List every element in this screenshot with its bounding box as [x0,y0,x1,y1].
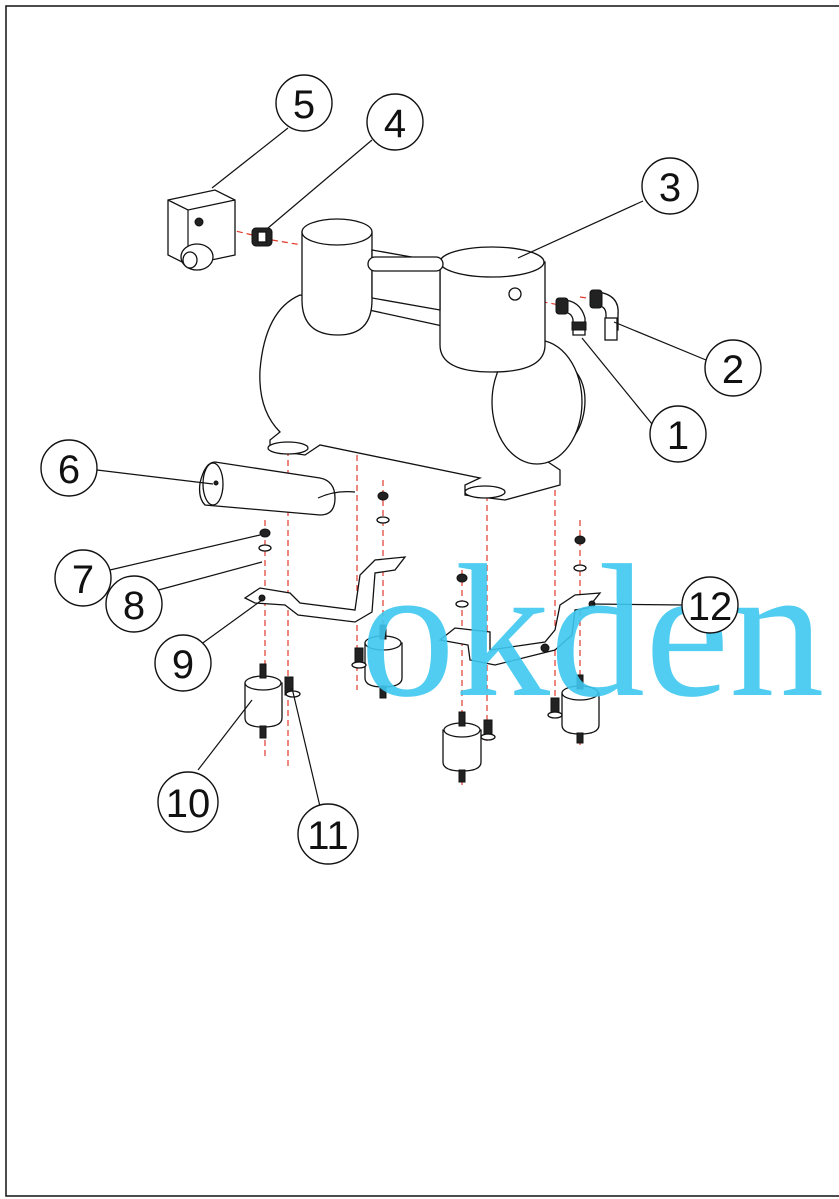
callout-label: 1 [667,414,689,458]
callout-label: 12 [688,585,733,629]
callout-label: 10 [166,782,211,826]
callout-6: 6 [40,439,98,497]
callout-8: 8 [105,575,163,633]
mounting-brackets [243,556,602,666]
callout-label: 11 [307,814,349,858]
callout-3: 3 [641,157,699,215]
callout-4: 4 [366,93,424,151]
leader-lines [96,127,707,816]
callout-1: 1 [649,405,707,463]
callout-2: 2 [704,339,762,397]
callout-label: 5 [293,83,315,127]
callout-label: 6 [58,448,80,492]
callout-label: 3 [659,166,681,210]
rubber-feet [244,624,600,783]
callout-11: 11 [297,803,359,865]
callout-label: 9 [172,643,194,687]
fitting-part-4 [251,227,273,247]
compressor-assembly [259,218,586,501]
nuts-and-washers [258,491,587,608]
callout-7: 7 [54,549,112,607]
callout-label: 8 [123,584,145,628]
elbow-fittings [555,289,619,341]
callout-label: 4 [384,102,406,146]
page-border [5,5,839,1197]
callout-10: 10 [157,771,219,833]
callout-12: 12 [681,576,739,634]
callout-5: 5 [275,74,333,132]
callout-9: 9 [154,634,212,692]
capacitor [198,461,356,516]
watermark: okden [360,527,824,737]
callout-label: 2 [722,348,744,392]
pressure-switch [167,189,236,271]
callout-label: 7 [72,558,94,602]
